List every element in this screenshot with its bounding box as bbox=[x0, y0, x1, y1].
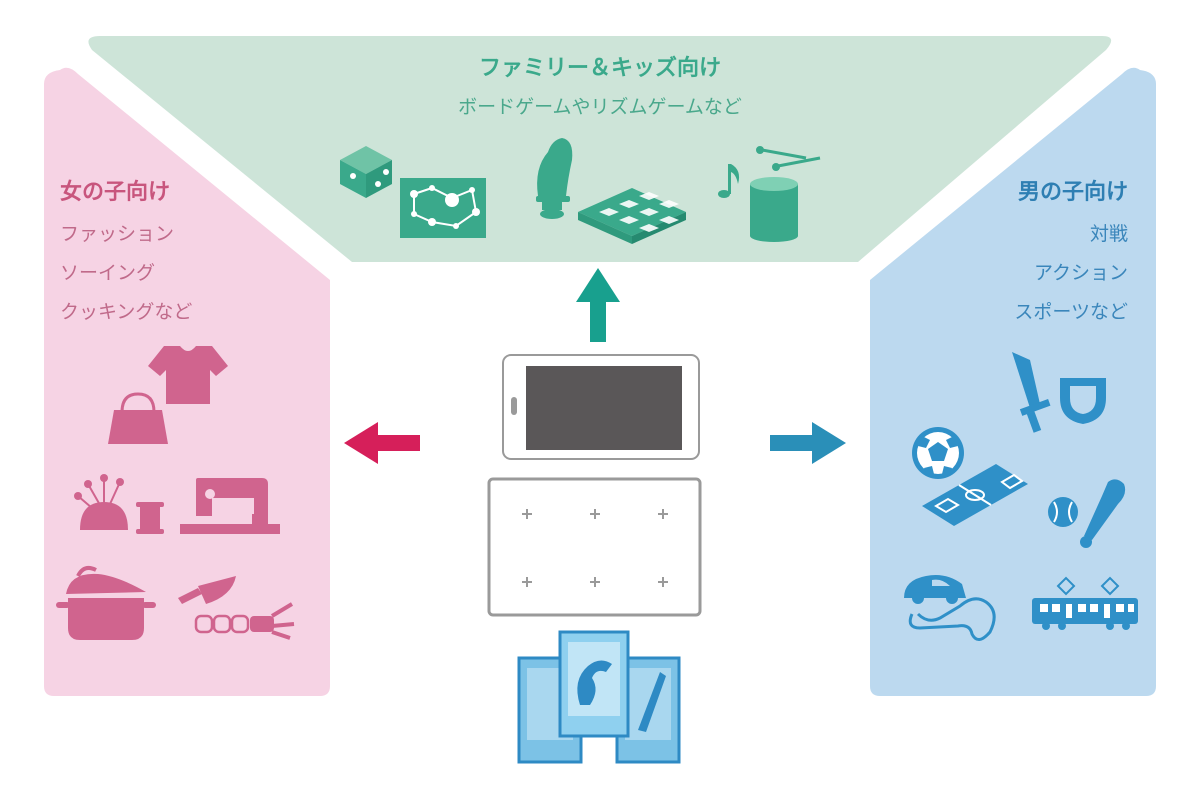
music-note-icon bbox=[718, 164, 740, 198]
chessboard-icon bbox=[578, 188, 686, 244]
family-title: ファミリー＆キッズ向け bbox=[478, 56, 721, 81]
soccer-ball-icon bbox=[912, 427, 964, 479]
race-car-track-icon bbox=[904, 575, 996, 641]
girls-title: 女の子向け bbox=[60, 180, 171, 205]
arrow-left-icon bbox=[344, 422, 420, 464]
thread-spool-icon bbox=[136, 502, 164, 534]
family-subtitle: ボードゲームやリズムゲームなど bbox=[458, 96, 742, 118]
game-cards-icon bbox=[517, 630, 681, 764]
soccer-field-icon bbox=[922, 464, 1028, 526]
handbag-icon bbox=[108, 392, 168, 444]
baseball-icon bbox=[1048, 497, 1078, 527]
tshirt-icon bbox=[148, 346, 228, 404]
chess-knight-icon bbox=[536, 138, 573, 219]
girls-item: ファッション bbox=[60, 223, 175, 245]
board-game-map-icon bbox=[400, 178, 486, 238]
sewing-machine-icon bbox=[180, 478, 280, 534]
touch-pad-icon bbox=[487, 477, 702, 617]
boys-item: スポーツなど bbox=[1014, 301, 1128, 323]
family-panel bbox=[88, 36, 1112, 262]
girls-item: ソーイング bbox=[60, 262, 156, 284]
boys-item: 対戦 bbox=[1089, 223, 1128, 245]
kitchen-knife-icon bbox=[178, 576, 236, 604]
arrow-up-icon bbox=[576, 268, 620, 342]
drum-icon bbox=[750, 146, 821, 242]
chopped-vegetables-icon bbox=[194, 602, 295, 640]
baseball-bat-icon bbox=[1080, 479, 1126, 548]
sword-icon bbox=[1012, 352, 1051, 433]
dice-icon bbox=[340, 146, 392, 198]
train-icon bbox=[1032, 576, 1138, 630]
shield-icon bbox=[1060, 378, 1106, 424]
cooking-pot-icon bbox=[56, 566, 156, 640]
pincushion-icon bbox=[74, 474, 128, 530]
girls-item: クッキングなど bbox=[60, 301, 193, 323]
boys-item: アクション bbox=[1033, 262, 1128, 284]
arrow-right-icon bbox=[770, 422, 846, 464]
boys-title: 男の子向け bbox=[1017, 180, 1128, 205]
tablet-device-icon bbox=[502, 354, 700, 460]
